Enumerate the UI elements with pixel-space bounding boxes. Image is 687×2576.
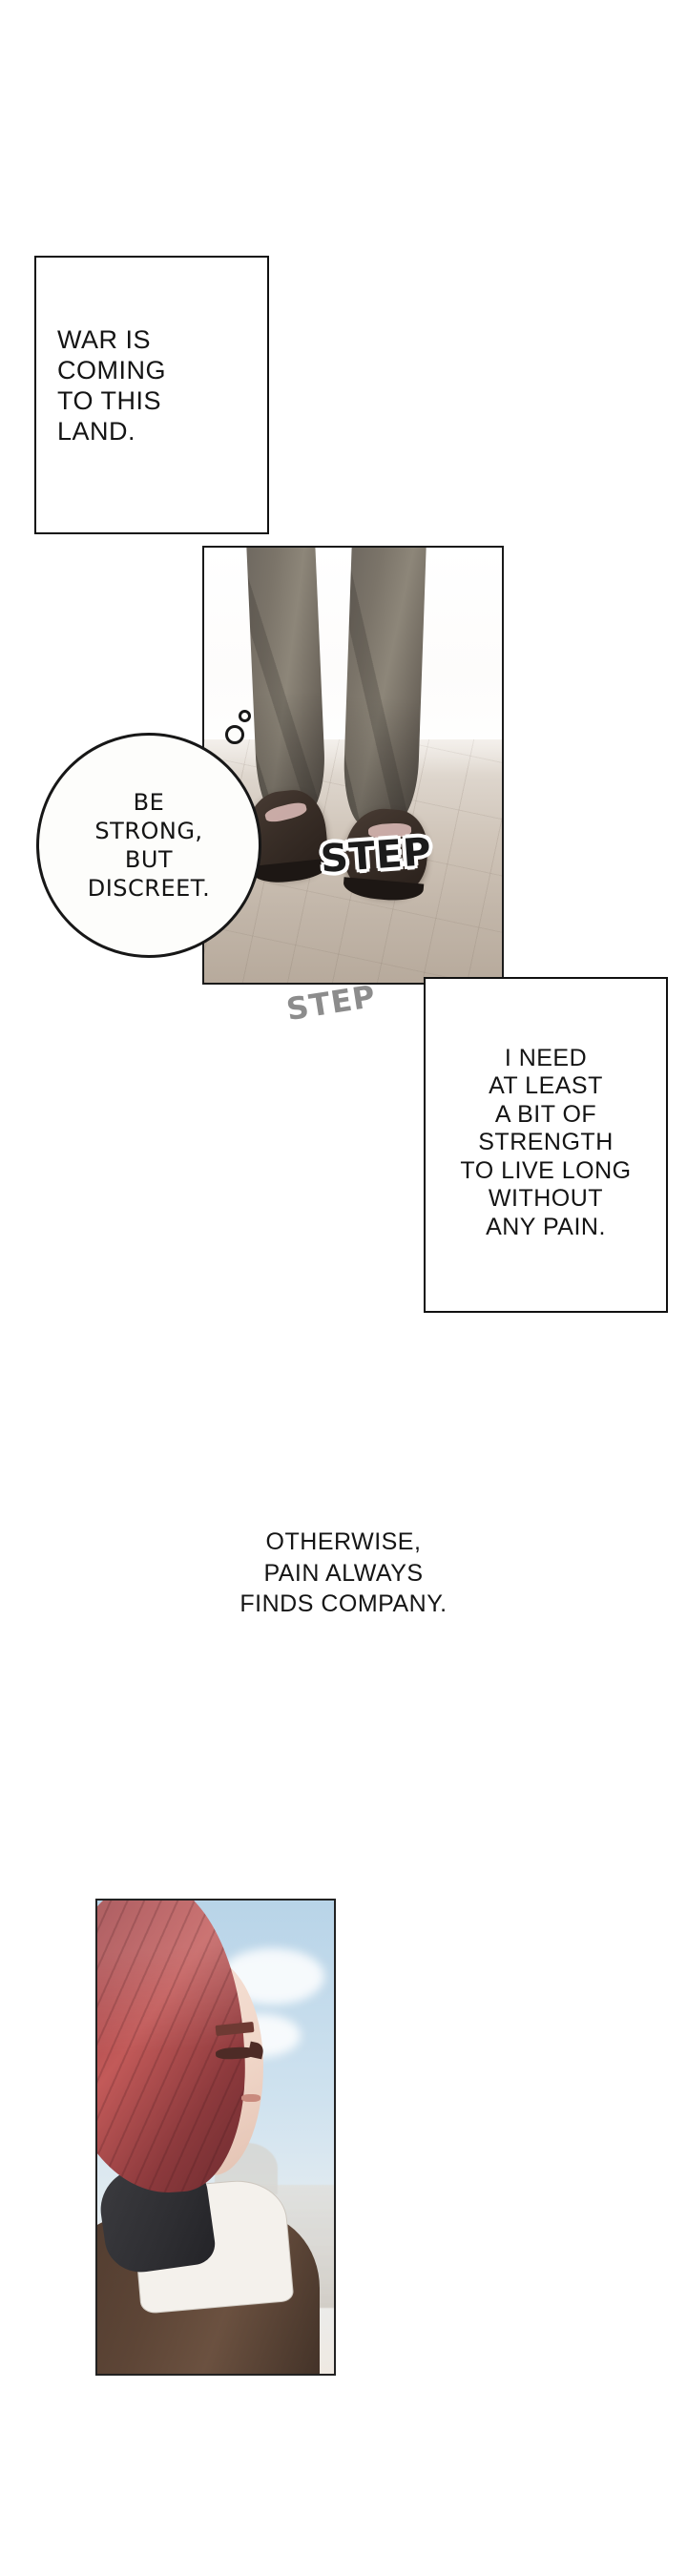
character-lips — [241, 2094, 261, 2103]
panel-artwork — [204, 548, 502, 983]
thought-bubble-be-strong: BE STRONG, BUT DISCREET. — [36, 733, 261, 958]
sound-effect-step-secondary: STEP — [283, 977, 379, 1028]
fabric-fold — [342, 548, 427, 828]
thought-bubble-tail-small — [239, 710, 251, 722]
fabric-fold — [245, 548, 327, 820]
narration-text: WAR IS COMING TO THIS LAND. — [57, 325, 166, 446]
narration-box-i-need-strength: I NEED AT LEAST A BIT OF STRENGTH TO LIV… — [424, 977, 668, 1313]
narration-box-war-is-coming: WAR IS COMING TO THIS LAND. — [34, 256, 269, 534]
sound-effect-step-primary: STEP — [319, 829, 434, 883]
narration-text: I NEED AT LEAST A BIT OF STRENGTH TO LIV… — [460, 1044, 632, 1240]
thought-bubble-tail-large — [225, 725, 244, 744]
panel-walking-legs — [202, 546, 504, 985]
shoe-strap — [262, 800, 307, 824]
panel-character-portrait — [95, 1899, 336, 2376]
trouser-leg-right — [342, 548, 427, 828]
thought-bubble-text: BE STRONG, BUT DISCREET. — [87, 789, 211, 902]
center-narration-otherwise: OTHERWISE, PAIN ALWAYS FINDS COMPANY. — [239, 1528, 448, 1617]
trouser-leg-left — [245, 548, 327, 820]
